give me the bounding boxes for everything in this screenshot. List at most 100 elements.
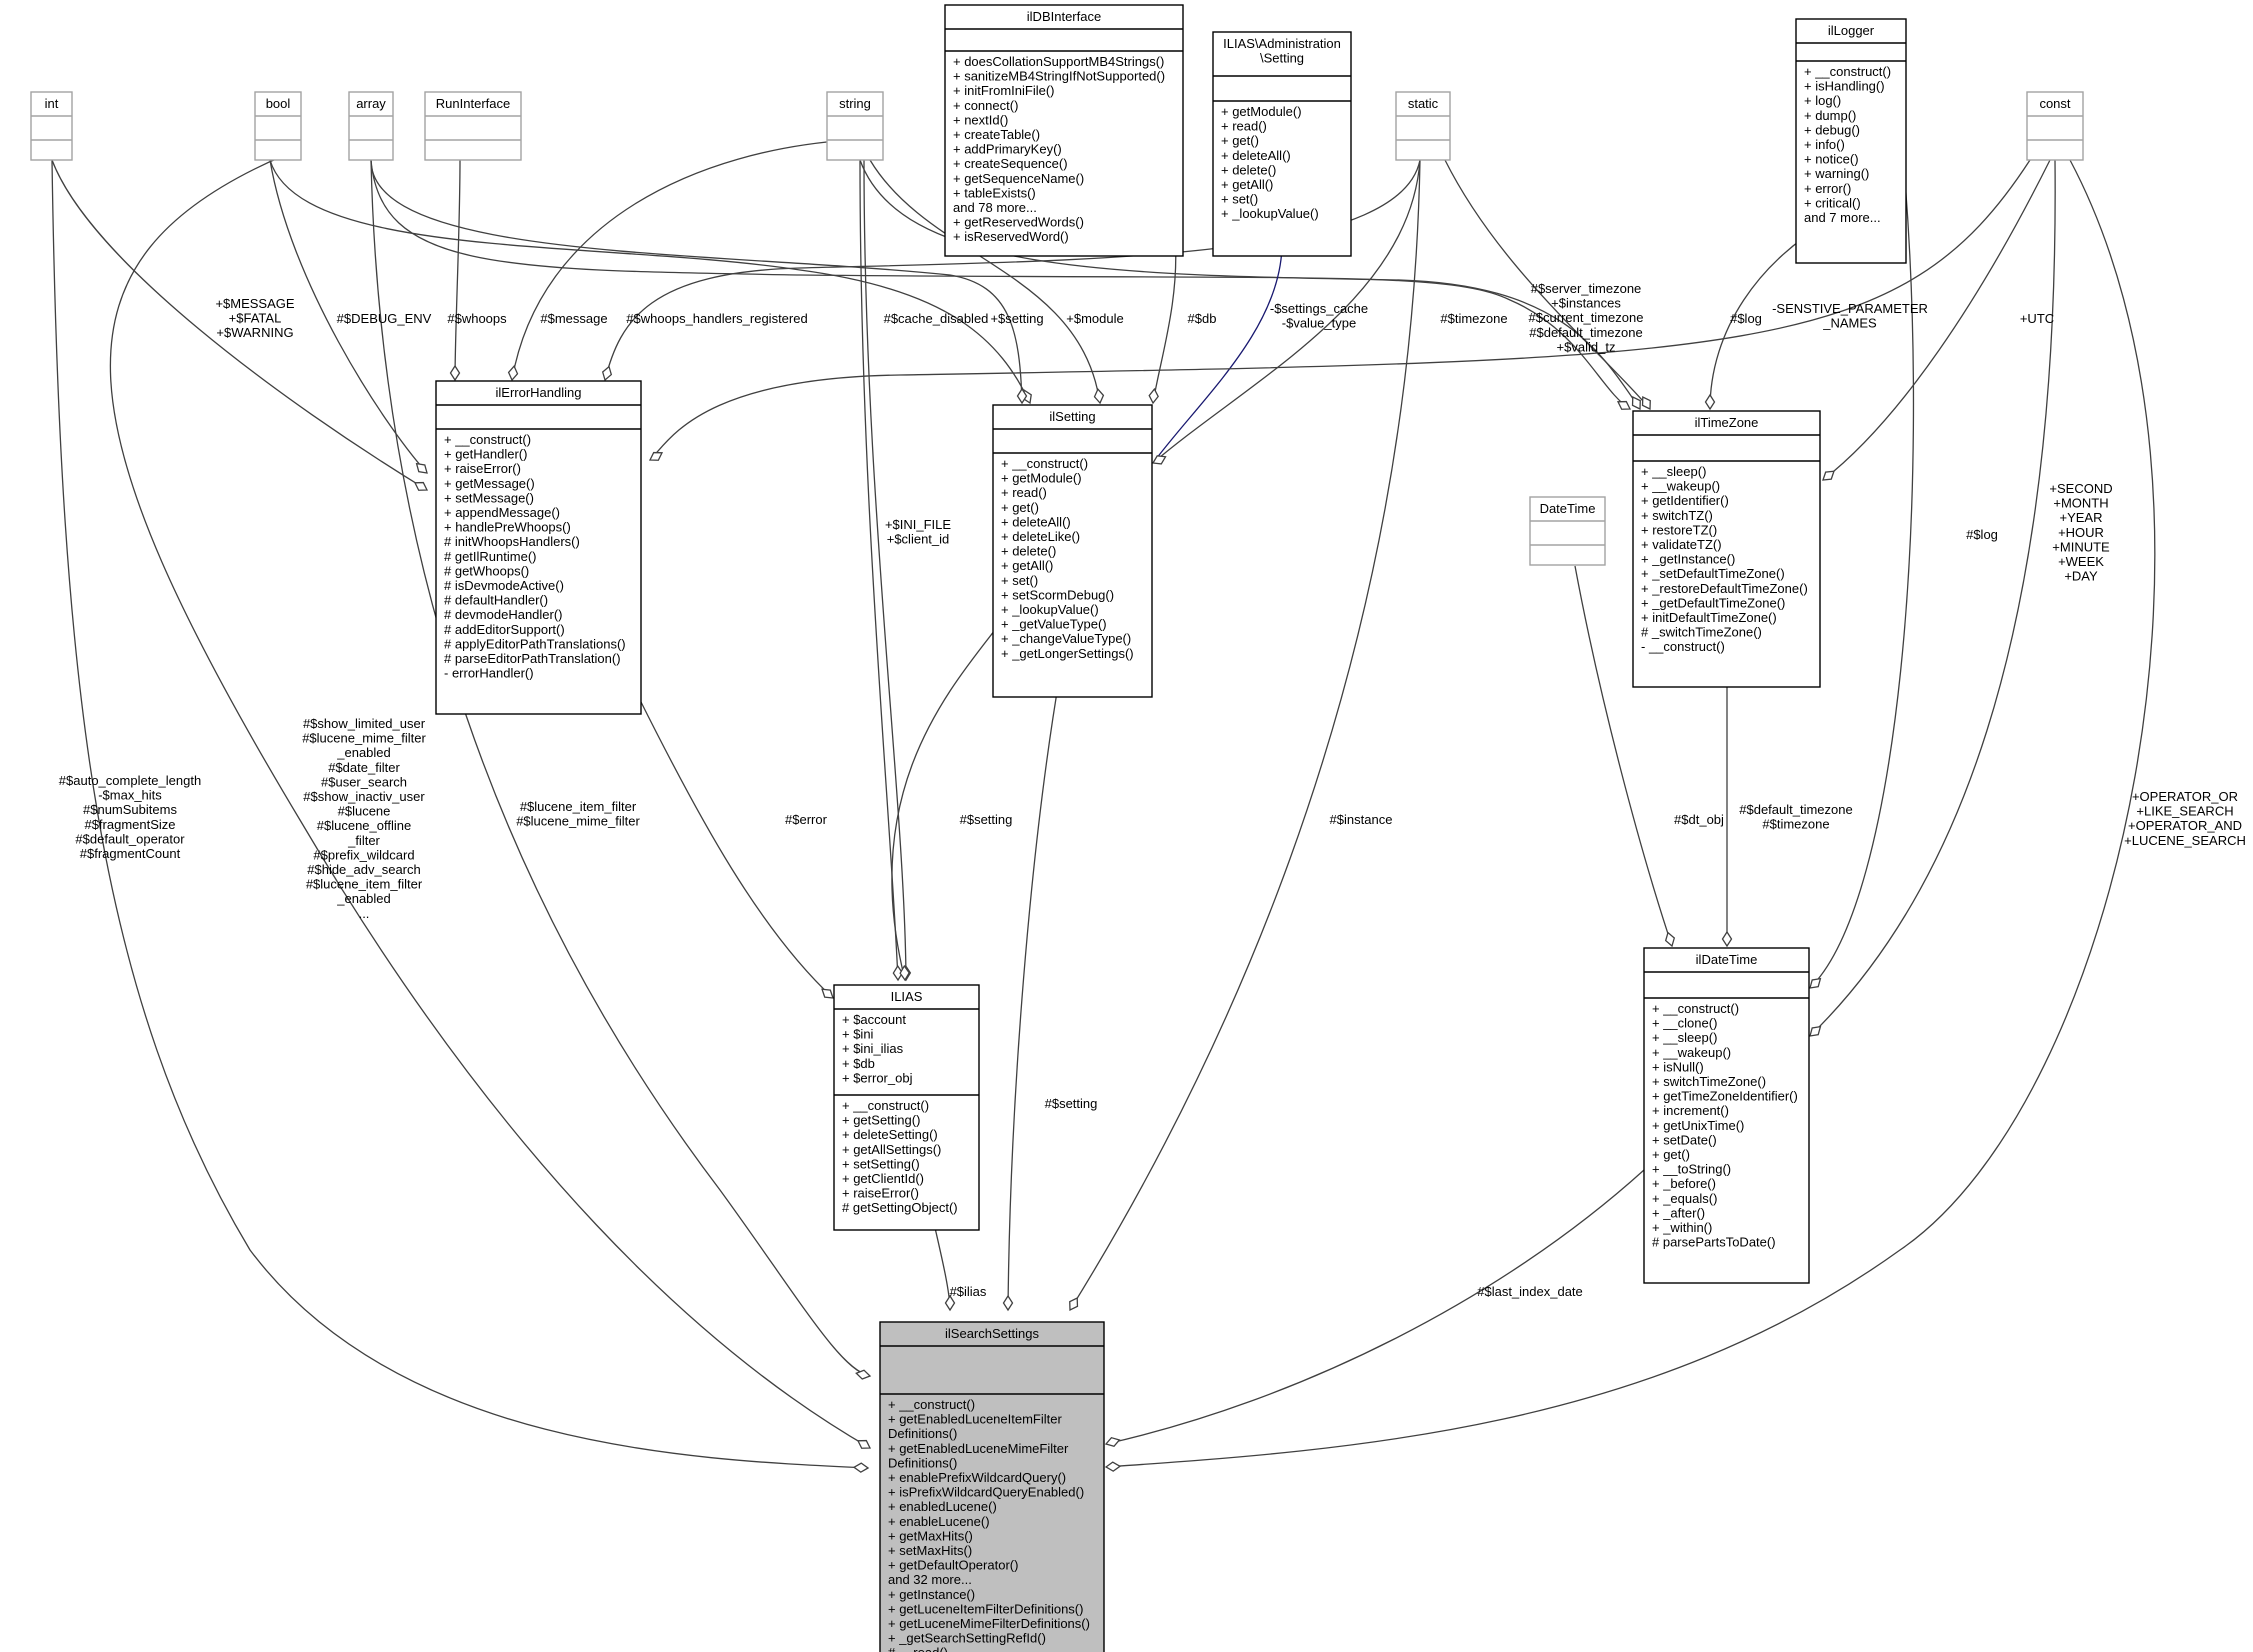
class-method: + enabledLucene() <box>888 1499 997 1514</box>
class-box-frame <box>2026 91 2084 161</box>
aggregation-diamond <box>899 964 910 982</box>
class-method: + __construct() <box>444 432 531 447</box>
edge-label-line: #$user_search <box>321 774 407 789</box>
class-method: + _getInstance() <box>1641 552 1735 567</box>
class-method: + set() <box>1001 573 1038 588</box>
edge-label-line: _enabled <box>336 891 391 906</box>
edge-label-line: #$prefix_wildcard <box>313 847 414 862</box>
relation-edge <box>1574 565 1673 947</box>
aggregation-diamond <box>1809 977 1822 989</box>
class-method: + deleteAll() <box>1001 514 1071 529</box>
edge-label-line: +$module <box>1066 311 1123 326</box>
class-ilsearchsettings: ilSearchSettings+ __construct()+ getEnab… <box>879 1321 1105 1652</box>
aggregation-diamond <box>1151 455 1167 465</box>
class-box-frame <box>833 984 980 1231</box>
class-method: # parseEditorPathTranslation() <box>444 651 621 666</box>
class-iltimezone: ilTimeZone+ __sleep()+ __wakeup()+ getId… <box>1632 410 1821 688</box>
class-box-frame <box>944 4 1184 257</box>
class-method: + increment() <box>1652 1103 1729 1118</box>
class-method: + getTimeZoneIdentifier() <box>1652 1089 1798 1104</box>
edge-label-line: #$hide_adv_search <box>307 862 420 877</box>
class-method: - errorHandler() <box>444 666 534 681</box>
edge-label-line: #$lucene_mime_filter <box>516 814 640 829</box>
class-method: + get() <box>1221 133 1259 148</box>
relation-edge <box>863 159 907 981</box>
class-title: ilSetting <box>1049 409 1095 424</box>
class-method: # __read() <box>888 1645 948 1652</box>
relation-edge <box>51 159 428 491</box>
class-title: ilErrorHandling <box>496 385 582 400</box>
aggregation-diamond <box>1104 1436 1121 1448</box>
class-member: + $ini <box>842 1027 874 1042</box>
edge-label-line: #$log <box>1966 527 1998 542</box>
aggregation-diamond <box>1104 1461 1122 1472</box>
edge-label-line: #$show_inactiv_user <box>303 789 425 804</box>
edge-label-line: #$fragmentCount <box>80 846 181 861</box>
class-title: int <box>45 96 59 111</box>
class-method: + _before() <box>1652 1176 1716 1191</box>
class-method: + __sleep() <box>1641 464 1706 479</box>
class-bool: bool <box>254 91 302 161</box>
aggregation-diamond <box>1148 387 1159 405</box>
class-method: + delete() <box>1221 162 1276 177</box>
class-method: + _getDefaultTimeZone() <box>1641 595 1785 610</box>
edge-label-line: #$message <box>540 311 607 326</box>
class-box-frame <box>1529 496 1606 566</box>
aggregation-diamond <box>449 364 461 382</box>
class-method: + __construct() <box>842 1098 929 1113</box>
class-method: + __toString() <box>1652 1162 1731 1177</box>
class-method: + switchTZ() <box>1641 508 1713 523</box>
class-method: + _changeValueType() <box>1001 631 1131 646</box>
class-string: string <box>826 91 884 161</box>
class-method: + getIdentifier() <box>1641 493 1729 508</box>
edge-label-line: +HOUR <box>2058 525 2104 540</box>
relation-edge <box>370 159 1631 410</box>
edge-label-line: #$whoops_handlers_registered <box>626 311 807 326</box>
relation-edge <box>1809 179 1915 989</box>
class-method: # getIlRuntime() <box>444 549 536 564</box>
edge-label-line: +OPERATOR_OR <box>2132 789 2238 804</box>
aggregation-diamond <box>855 1369 872 1380</box>
aggregation-diamond <box>1721 930 1733 948</box>
edge-label-line: _filter <box>347 833 380 848</box>
relation-edge <box>511 139 851 381</box>
relation-edge <box>1152 159 1421 464</box>
class-method: + __construct() <box>1804 64 1891 79</box>
class-method: + deleteAll() <box>1221 148 1291 163</box>
class-title: bool <box>266 96 291 111</box>
class-method: + validateTZ() <box>1641 537 1722 552</box>
class-method: Definitions() <box>888 1426 957 1441</box>
aggregation-diamond <box>821 988 834 999</box>
class-array: array <box>348 91 394 161</box>
class-method: + getReservedWords() <box>953 215 1084 230</box>
edge-label-line: #$timezone <box>1762 817 1829 832</box>
relation-edge <box>1822 159 2051 481</box>
relation-edge <box>1152 235 1177 404</box>
edge-label-search-consts: +OPERATOR_OR+LIKE_SEARCH+OPERATOR_AND+LU… <box>2124 789 2246 848</box>
class-method: + raiseError() <box>842 1186 919 1201</box>
edge-label-setting-plus: +$setting <box>990 311 1043 326</box>
class-method: + deleteLike() <box>1001 529 1080 544</box>
class-method: + isPrefixWildcardQueryEnabled() <box>888 1485 1084 1500</box>
edge-label-instance: #$instance <box>1330 812 1393 827</box>
aggregation-diamond <box>1093 387 1105 405</box>
edge-label-line: #$lucene_offline <box>317 818 411 833</box>
edge-label-last-index-date: #$last_index_date <box>1477 1284 1583 1299</box>
class-method: + raiseError() <box>444 461 521 476</box>
class-method: # getSettingObject() <box>842 1200 958 1215</box>
class-method: # getWhoops() <box>444 563 529 578</box>
edge-label-line: #$show_limited_user <box>303 716 426 731</box>
edge-label-line: #$auto_complete_length <box>59 773 201 788</box>
class-method: + _setDefaultTimeZone() <box>1641 566 1785 581</box>
class-method: + setScormDebug() <box>1001 587 1114 602</box>
edge-label-line: #$lucene_item_filter <box>306 877 423 892</box>
edge-label-line: #$log <box>1730 311 1762 326</box>
edge-label-ilias: #$ilias <box>950 1284 987 1299</box>
class-method: + __construct() <box>1001 456 1088 471</box>
edge-label-line: +$instances <box>1551 296 1621 311</box>
edge-label-line: +$INI_FILE <box>885 517 951 532</box>
class-method: + log() <box>1804 93 1841 108</box>
aggregation-diamond <box>856 1439 872 1449</box>
edge-label-error: #$error <box>785 812 828 827</box>
class-method: + _lookupValue() <box>1221 206 1319 221</box>
